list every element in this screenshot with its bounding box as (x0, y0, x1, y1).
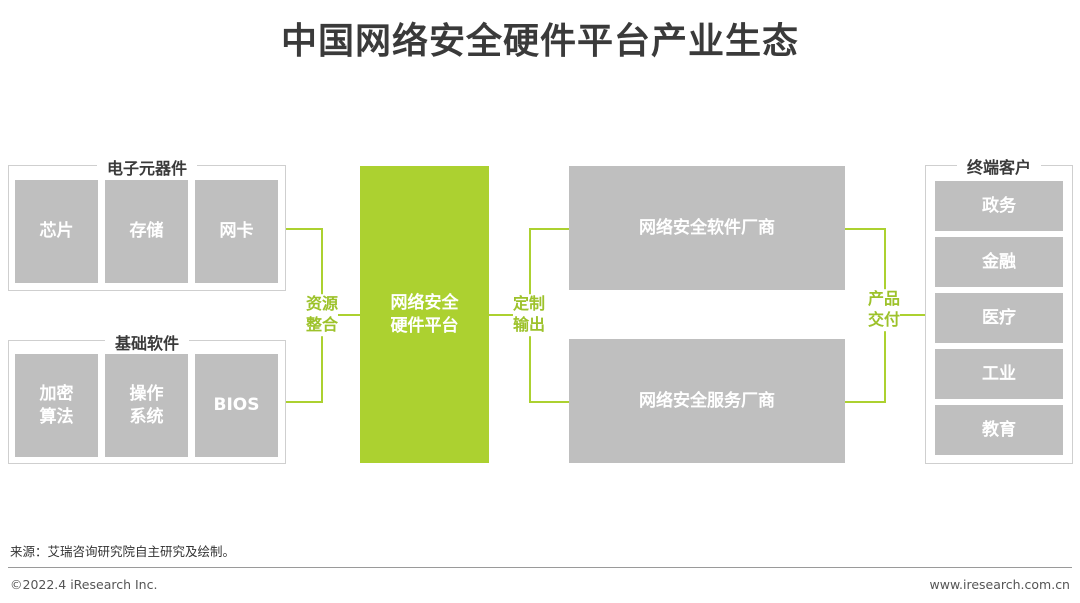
storage-box: 存储 (105, 180, 188, 283)
website-link[interactable]: www.iresearch.com.cn (929, 577, 1071, 592)
integrate-line-out (322, 314, 360, 316)
output-line-in (489, 314, 530, 316)
chip-box: 芯片 (15, 180, 98, 283)
customer-industry-box: 工业 (935, 349, 1063, 399)
service-vendor-box: 网络安全服务厂商 (569, 339, 845, 463)
bios-box: BIOS (195, 354, 278, 457)
customer-medical-box: 医疗 (935, 293, 1063, 343)
output-line-bottom (530, 401, 569, 403)
hardware-platform-box: 网络安全 硬件平台 (360, 166, 489, 463)
customer-education-box: 教育 (935, 405, 1063, 455)
page-title: 中国网络安全硬件平台产业生态 (280, 21, 799, 62)
customer-government-box: 政务 (935, 181, 1063, 231)
integrate-line-bottom (286, 401, 322, 403)
software-vendor-box: 网络安全软件厂商 (569, 166, 845, 290)
network-card-box: 网卡 (195, 180, 278, 283)
operating-system-box: 操作 系统 (105, 354, 188, 457)
deliver-line-out (885, 314, 925, 316)
deliver-label: 产品 交付 (867, 289, 901, 331)
integrate-line-top (286, 228, 322, 230)
crypto-algorithm-box: 加密 算法 (15, 354, 98, 457)
footer-divider (8, 567, 1072, 568)
deliver-line-top (845, 228, 885, 230)
output-label: 定制 输出 (512, 294, 546, 336)
copyright: ©2022.4 iResearch Inc. (10, 577, 158, 592)
software-group-label: 基础软件 (104, 330, 190, 354)
customers-group-label: 终端客户 (956, 154, 1042, 178)
customer-finance-box: 金融 (935, 237, 1063, 287)
deliver-line-bottom (845, 401, 885, 403)
components-group-label: 电子元器件 (96, 155, 198, 179)
source-note: 来源：艾瑞咨询研究院自主研究及绘制。 (10, 544, 236, 559)
output-line-top (530, 228, 569, 230)
integrate-label: 资源 整合 (305, 294, 339, 336)
